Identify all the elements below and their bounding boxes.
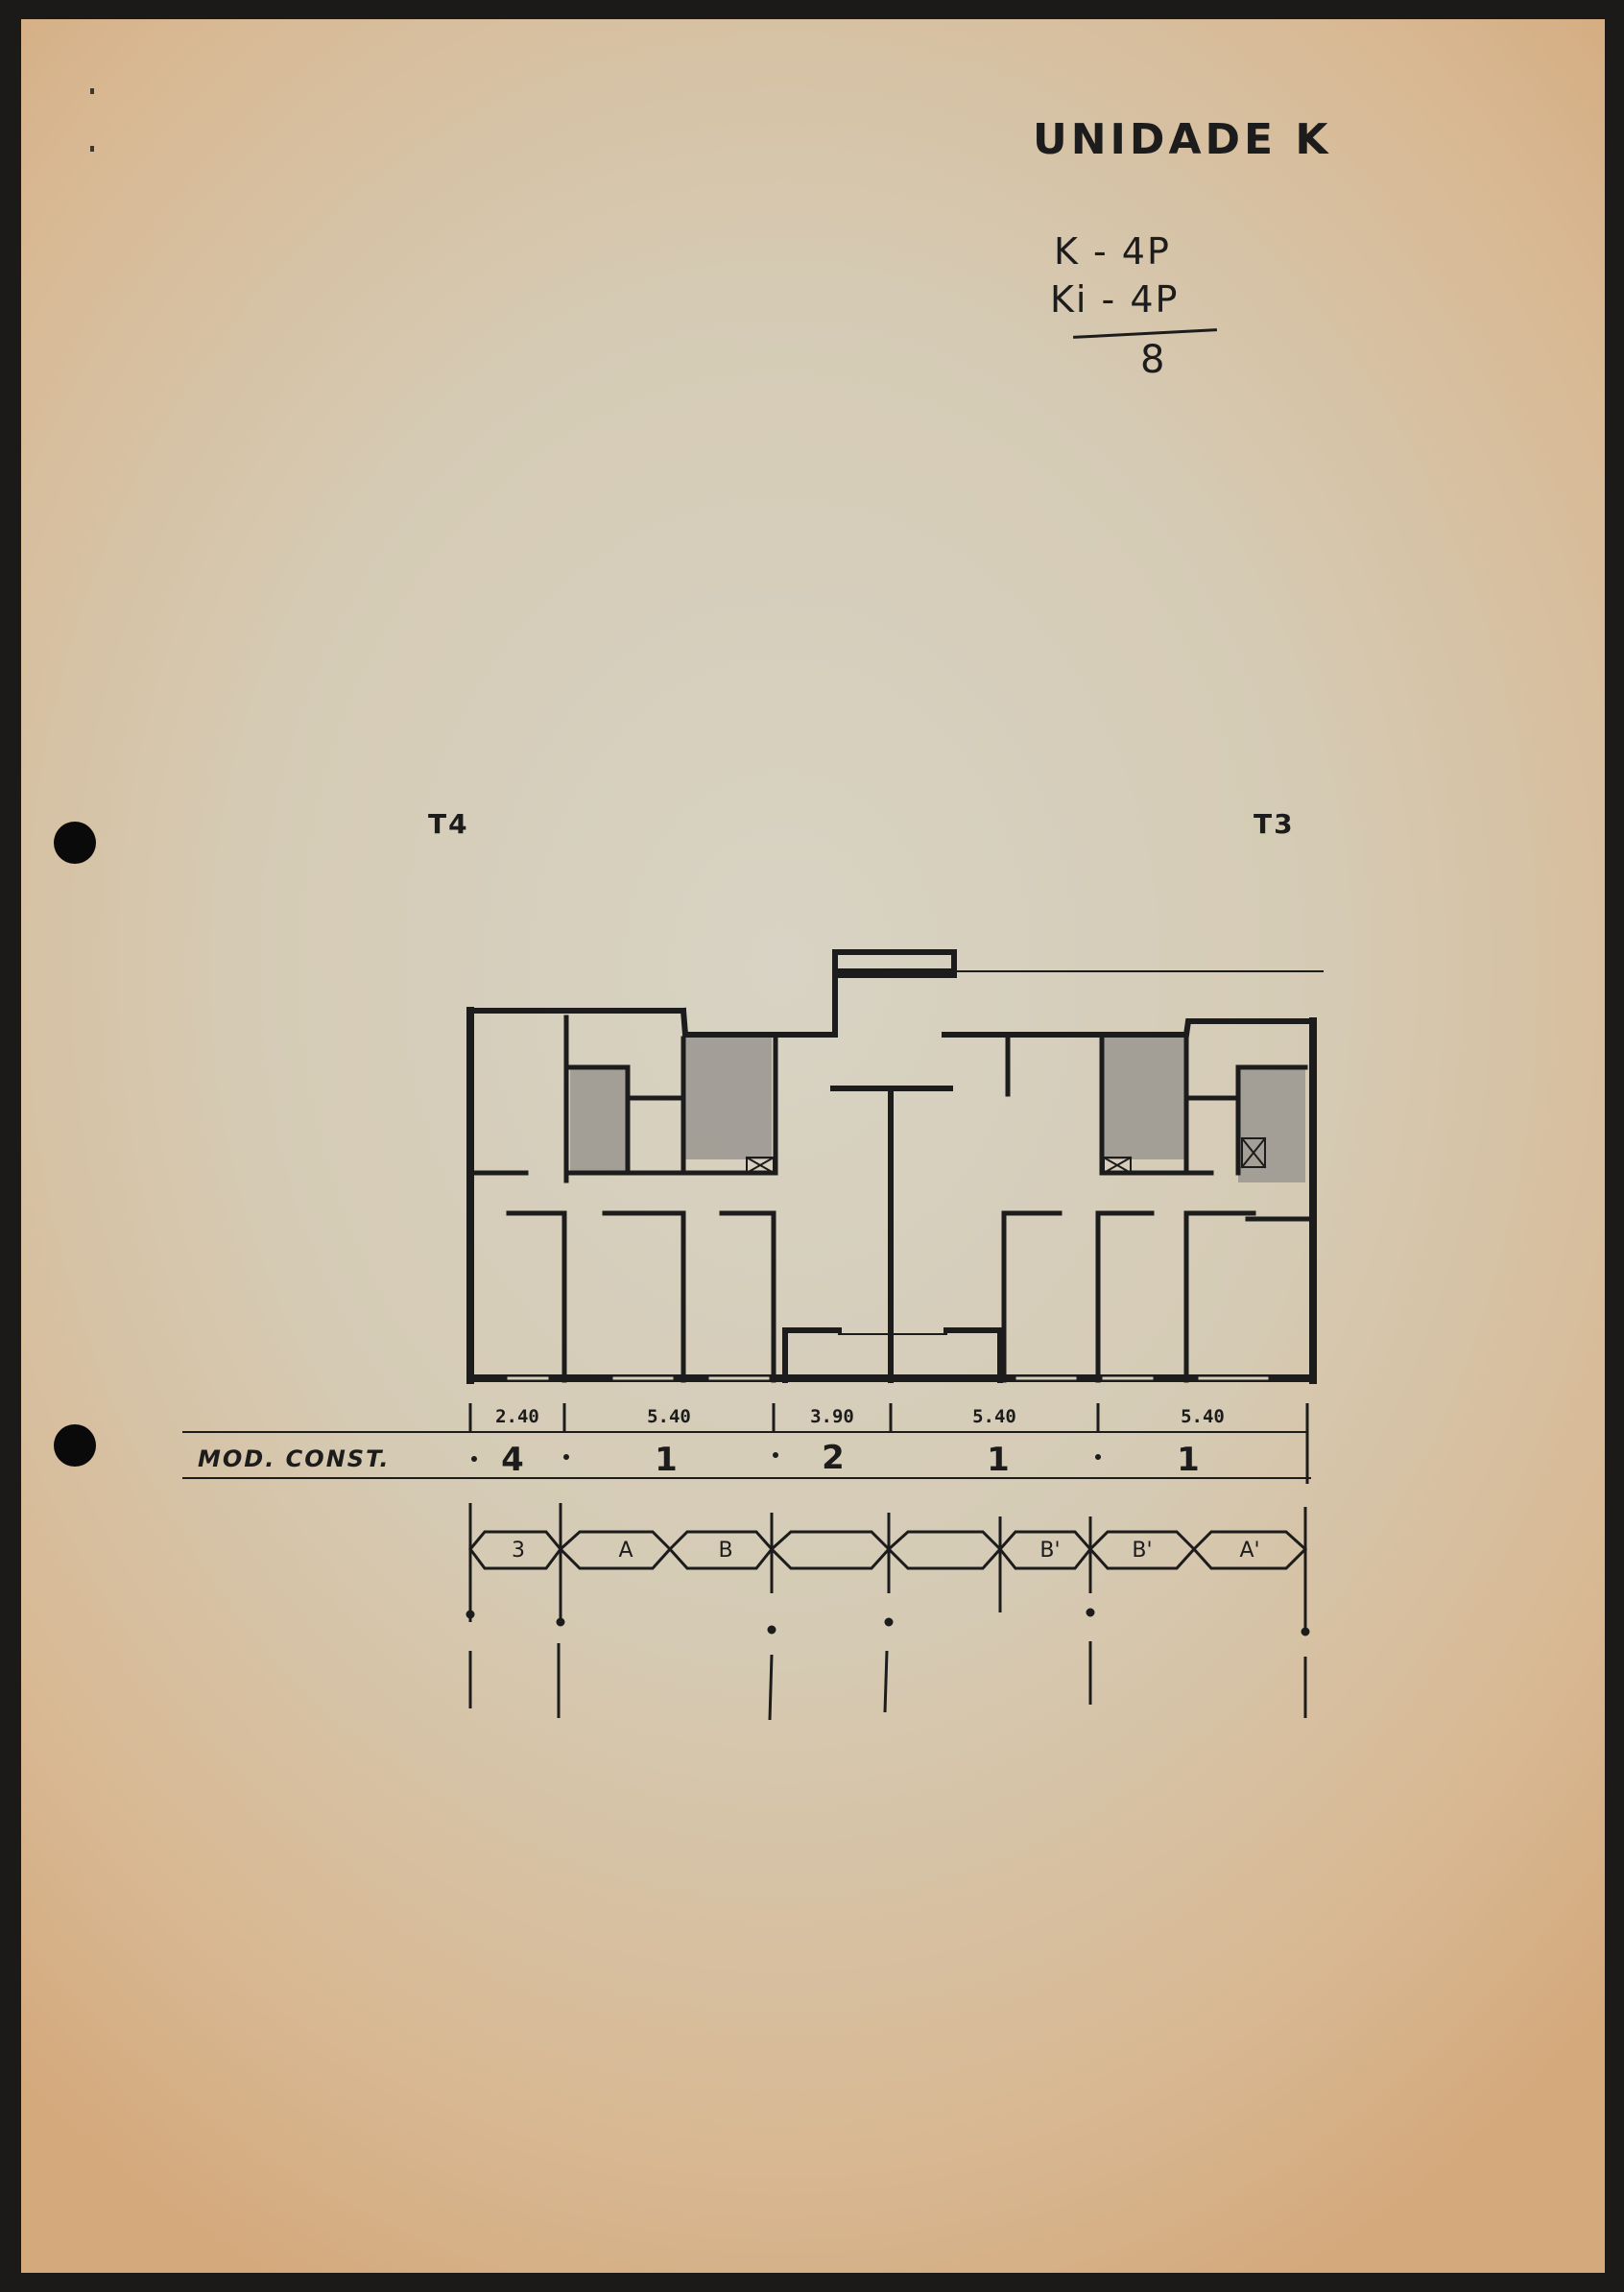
duct-right-x [1102, 1156, 1133, 1175]
module-value-5: 1 [1177, 1441, 1200, 1479]
axis-lines [466, 1608, 1310, 1721]
module-verticals [468, 1503, 1307, 1632]
duct-left-x [745, 1156, 776, 1175]
stair-box [832, 949, 957, 974]
shaded-kitchen-left [683, 1037, 772, 1159]
cell-label-7: B' [1132, 1539, 1152, 1563]
punch-hole [54, 1424, 96, 1467]
paper-sheet [21, 19, 1605, 2273]
unit-code-1: K - 4P [1054, 230, 1171, 273]
dimension-label-2: 5.40 [647, 1406, 691, 1427]
module-cell-chain [468, 1503, 1308, 1632]
duct-right-2-x [1240, 1136, 1267, 1169]
wall-left-bath [567, 1064, 686, 1101]
wall-entry-left [782, 1327, 842, 1383]
wall-stair-top [832, 968, 957, 1038]
module-row-label: MOD. CONST. [198, 1445, 390, 1472]
wall-right-bath [1183, 1064, 1308, 1101]
shaded-bath-right [1238, 1067, 1305, 1182]
wall-bed-2 [602, 1210, 686, 1383]
paper-mark [90, 146, 94, 152]
dimension-label-4: 5.40 [972, 1406, 1016, 1427]
punch-hole [54, 822, 96, 864]
module-value-2: 1 [655, 1441, 678, 1479]
duct-right-2 [1241, 1137, 1266, 1168]
wall-top-left-step [680, 1007, 838, 1038]
wall-entry-right [943, 1327, 1003, 1383]
wall-top-right [942, 1018, 1314, 1038]
unit-total: 8 [1140, 338, 1167, 382]
shaded-kitchen-right [1104, 1037, 1188, 1159]
dimension-ticks [468, 1403, 1309, 1432]
wall-bed-3 [719, 1210, 776, 1383]
unit-code-2: Ki - 4P [1050, 278, 1180, 321]
end-label-right: T3 [1254, 808, 1295, 840]
wall-bed-6 [1183, 1210, 1256, 1383]
dimension-label-5: 5.40 [1181, 1406, 1225, 1427]
cell-label-6: B' [1039, 1539, 1060, 1563]
wall-bed-4 [1001, 1210, 1063, 1383]
dimension-label-3: 3.90 [810, 1406, 854, 1427]
cell-hex-2 [558, 1530, 673, 1570]
paper-mark [90, 88, 94, 94]
cell-hex-8 [1191, 1530, 1308, 1570]
module-dots [471, 1452, 1101, 1462]
shaded-areas [570, 1037, 1305, 1182]
cell-label-8: A' [1239, 1539, 1259, 1563]
sheet-title: UNIDADE K [1033, 115, 1332, 164]
module-value-4: 1 [987, 1441, 1010, 1479]
cell-label-2: A [618, 1539, 633, 1563]
dimension-row [182, 1403, 1311, 1484]
wall-bed-5 [1095, 1210, 1155, 1383]
end-label-left: T4 [428, 808, 469, 840]
cell-label-3: B [718, 1539, 732, 1563]
wall-bed-1 [506, 1210, 567, 1383]
module-value-3: 2 [822, 1439, 845, 1477]
duct-right [1103, 1157, 1132, 1174]
floor-plan-walls [466, 949, 1324, 1384]
dimension-label-1: 2.40 [495, 1406, 539, 1427]
module-value-1: 4 [501, 1441, 524, 1479]
cell-hex-5 [886, 1530, 1003, 1570]
shaded-bath-left [570, 1067, 628, 1173]
cell-hex-4 [769, 1530, 892, 1570]
cell-label-1: 3 [512, 1539, 525, 1563]
